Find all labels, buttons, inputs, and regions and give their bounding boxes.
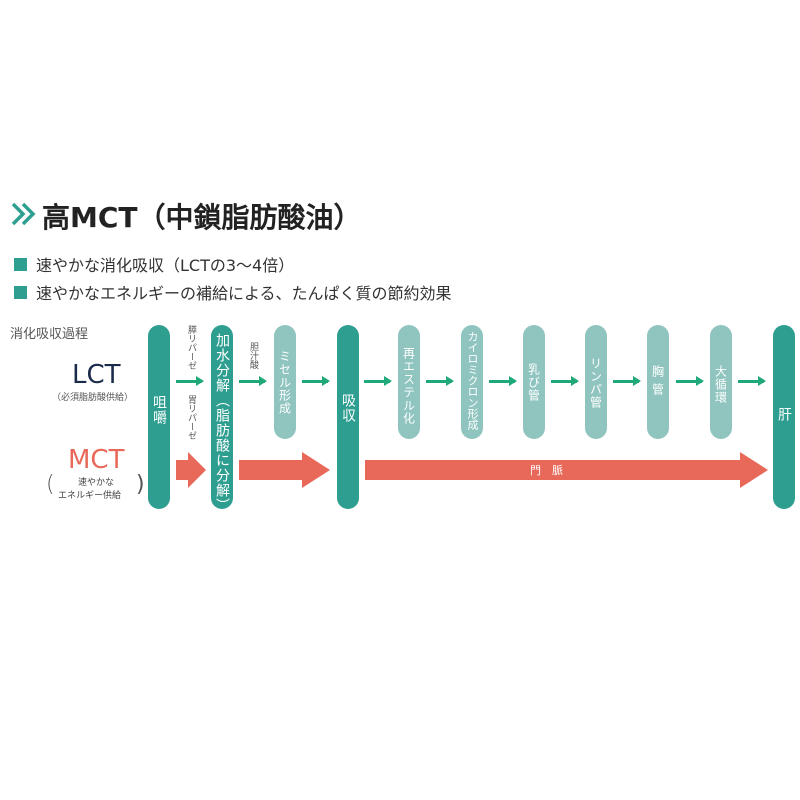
stage-label: 加水分解（脂肪酸に分解）	[214, 333, 230, 513]
enzyme-gastric: 胃リパーゼ	[186, 395, 196, 440]
stage-thoracic: 胸管	[647, 325, 669, 439]
bullet-item: 速やかなエネルギーの補給による、たんぱく質の節約効果	[14, 280, 452, 304]
lct-arrow	[676, 376, 704, 386]
stage-micelle: ミセル形成	[274, 325, 296, 439]
page-title: 高MCT（中鎖脂肪酸油）	[42, 201, 362, 234]
lct-arrow	[489, 376, 517, 386]
stage-lymph: リンパ管	[585, 325, 607, 439]
lct-sub: （必須脂肪酸供給）	[52, 393, 134, 403]
enzyme-pancreatic: 膵リパーゼ	[186, 325, 196, 370]
lct-arrow	[364, 376, 392, 386]
mct-label: MCT	[68, 445, 125, 475]
stage-circulation: 大循環	[710, 325, 732, 439]
stage-chylomicron: カイロミクロン形成	[461, 325, 483, 439]
lct-arrow	[176, 376, 204, 386]
stage-label: 乳び管	[526, 363, 541, 402]
lct-arrow	[426, 376, 454, 386]
mct-arrow	[239, 452, 330, 488]
mct-arrow	[176, 452, 206, 488]
stage-label: 肝	[776, 407, 792, 422]
process-label: 消化吸収過程	[10, 327, 89, 342]
stage-label: リンパ管	[588, 357, 603, 409]
lct-arrow	[302, 376, 330, 386]
double-chevron-icon	[11, 202, 36, 226]
stage-label: 胸管	[650, 365, 665, 401]
lct-arrow	[239, 376, 267, 386]
bullet-text: 速やかな消化吸収（LCTの3～4倍）	[36, 256, 295, 275]
stage-label: 咀嚼	[151, 395, 167, 425]
lct-arrow	[551, 376, 579, 386]
lct-arrow	[738, 376, 766, 386]
stage-label: 大循環	[713, 365, 728, 404]
lct-label: LCT	[72, 360, 121, 390]
stage-absorb: 吸収	[337, 325, 359, 509]
enzyme-bile: 胆汁酸	[248, 342, 258, 369]
stage-label: 再エステル化	[401, 347, 416, 425]
bullet-square-icon	[14, 285, 27, 299]
lct-arrow	[613, 376, 641, 386]
paren-right: )	[136, 472, 145, 497]
portal-vein-label: 門 脈	[530, 464, 563, 477]
stage-label: ミセル形成	[277, 350, 292, 415]
mct-arrow	[365, 452, 768, 488]
stage-hydrolysis: 加水分解（脂肪酸に分解）	[211, 325, 233, 513]
stage-reester: 再エステル化	[398, 325, 420, 439]
stage-label: カイロミクロン形成	[466, 331, 479, 430]
paren-left: (	[46, 472, 55, 497]
mct-sub-1: 速やかな	[78, 478, 115, 488]
bullet-item: 速やかな消化吸収（LCTの3～4倍）	[14, 252, 294, 276]
stage-label: 吸収	[340, 393, 356, 423]
mct-sub-2: エネルギー供給	[58, 491, 122, 501]
stage-lacteal: 乳び管	[523, 325, 545, 439]
stage-chew: 咀嚼	[148, 325, 170, 509]
bullet-square-icon	[14, 257, 27, 271]
bullet-text: 速やかなエネルギーの補給による、たんぱく質の節約効果	[36, 284, 452, 303]
stage-liver: 肝	[773, 325, 795, 509]
